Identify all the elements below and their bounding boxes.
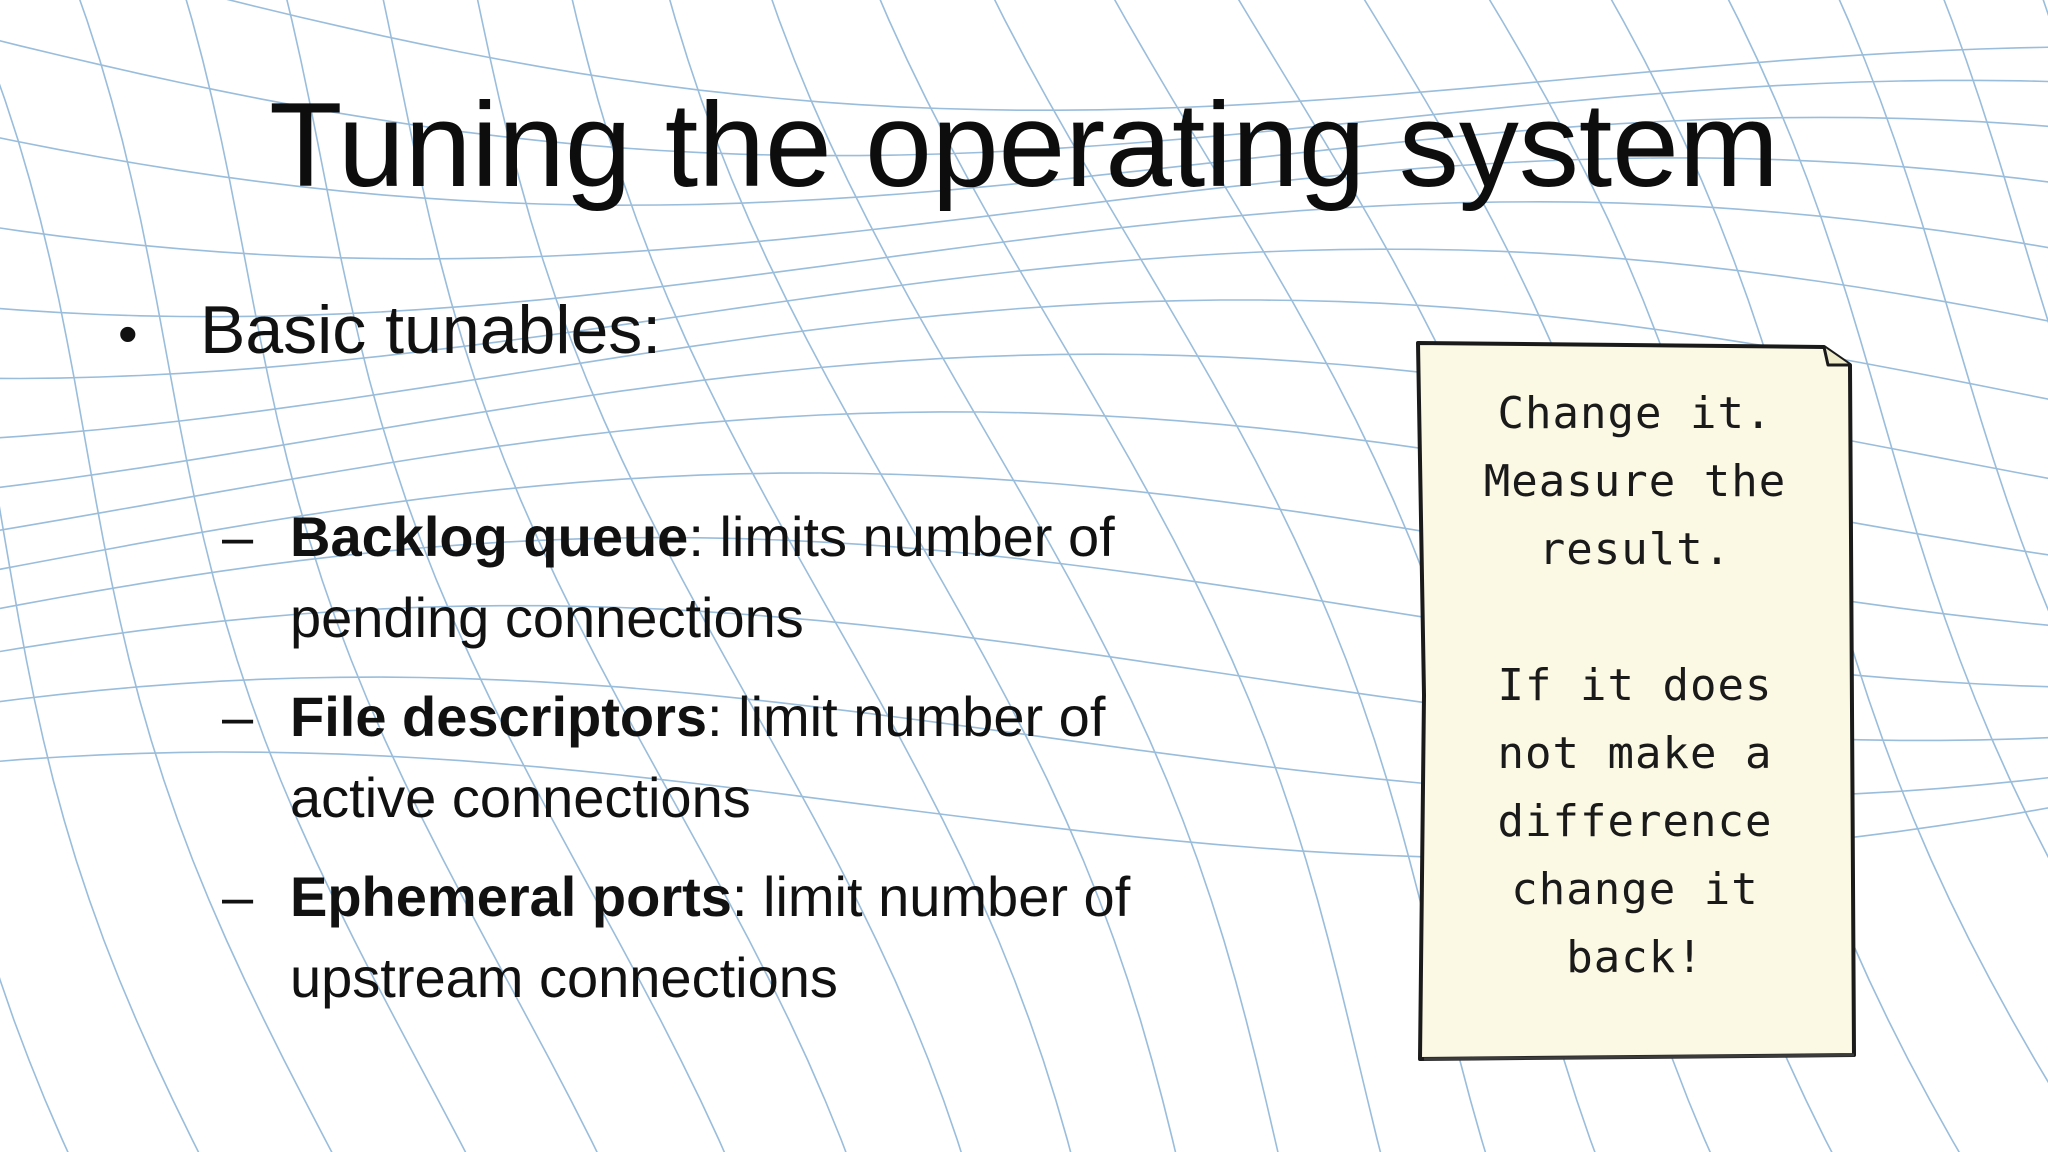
list-item-file-descriptors: – File descriptors: limit number of acti…: [222, 676, 1262, 838]
tunables-list: – Backlog queue: limits number of pendin…: [222, 496, 1262, 1036]
grid-line: [226, 0, 2048, 111]
term-label: Backlog queue: [290, 505, 689, 568]
grid-line: [0, 157, 2048, 260]
dash-icon: –: [222, 865, 254, 928]
note-line: If it does: [1497, 660, 1773, 711]
bullet-dot-icon: •: [118, 302, 138, 365]
grid-line: [669, 0, 1177, 1152]
grid-line: [1838, 0, 2048, 612]
grid-line: [771, 0, 1279, 1152]
grid-line: [79, 0, 467, 1152]
list-item-ephemeral-ports: – Ephemeral ports: limit number of upstr…: [222, 856, 1262, 1018]
grid-line: [476, 0, 962, 1152]
grid-line: [571, 0, 1072, 1152]
term-description: : limits number of pending connections: [290, 505, 1115, 649]
term-label: File descriptors: [290, 685, 708, 748]
grid-line: [0, 505, 200, 1152]
sticky-note-illustration: [1416, 341, 1856, 1061]
note-line: back!: [1566, 932, 1704, 983]
grid-line: [0, 40, 2048, 157]
dash-icon: –: [222, 505, 254, 568]
list-item-backlog-queue: – Backlog queue: limits number of pendin…: [222, 496, 1262, 658]
dash-icon: –: [222, 685, 254, 748]
grid-line: [879, 0, 1382, 1152]
note-line: not make a: [1497, 728, 1773, 779]
note-line: Measure the: [1483, 456, 1787, 507]
bullet-label: Basic tunables:: [200, 292, 662, 368]
term-description: : limit number of upstream connections: [290, 865, 1131, 1009]
note-line: change it: [1511, 864, 1759, 915]
note-line: result.: [1538, 524, 1732, 575]
note-line: [1440, 584, 1830, 652]
sticky-note-text: Change it. Measure the result. If it doe…: [1440, 380, 1830, 992]
term-label: Ephemeral ports: [290, 865, 732, 928]
note-line: difference: [1497, 796, 1773, 847]
term-description: : limit number of active connections: [290, 685, 1106, 829]
grid-line: [0, 299, 2048, 439]
slide-title: Tuning the operating system: [269, 78, 1779, 212]
grid-line: [185, 0, 598, 1152]
grid-line: [286, 0, 726, 1152]
note-line: Change it.: [1497, 388, 1773, 439]
bullet-basic-tunables: • Basic tunables:: [118, 290, 661, 374]
grid-line: [1727, 0, 2048, 859]
grid-line: [1943, 0, 2048, 324]
grid-line: [382, 0, 847, 1152]
grid-line: [0, 977, 69, 1152]
grid-line: [0, 83, 333, 1152]
